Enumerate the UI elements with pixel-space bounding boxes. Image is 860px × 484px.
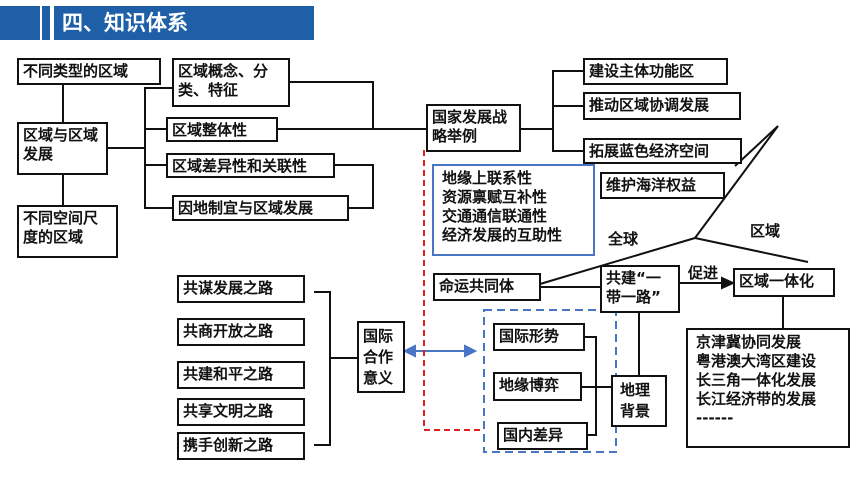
label-region: 区域 [750,222,781,240]
header-accent-bar-2 [42,6,50,40]
node-ocean-rights: 维护海洋权益 [600,172,725,199]
node-blue-economy: 拓展蓝色经济空间 [583,138,742,164]
node-region-concept: 区域概念、分类、特征 [172,58,290,107]
node-intl-meaning: 国际合作意义 [357,321,405,393]
example-line-4: 长江经济带的发展 [696,390,817,408]
example-line-1: 京津冀协同发展 [696,333,802,351]
node-region-whole: 区域整体性 [166,117,278,142]
ties-line-3: 交通通信联通性 [442,207,548,225]
label-promote: 促进 [688,264,719,282]
example-line-3: 长三角一体化发展 [696,371,817,389]
example-line-2: 粤港澳大湾区建设 [696,352,817,370]
node-road-innov: 携手创新之路 [177,432,305,460]
page-title: 四、知识体系 [54,6,314,40]
node-region-diff-link: 区域差异性和关联性 [166,153,335,178]
node-main-function: 建设主体功能区 [583,58,728,85]
node-domestic-diff: 国内差异 [497,422,588,450]
node-national-strategy: 国家发展战略举例 [426,104,521,152]
node-diff-scale-region: 不同空间尺度的区域 [17,205,118,258]
node-region-integration: 区域一体化 [733,268,835,297]
node-geo-background: 地理背景 [611,375,667,427]
node-ties: 地缘上联系性 资源禀赋互补性 交通通信联通性 经济发展的互助性 [432,164,595,256]
ties-line-2: 资源禀赋互补性 [442,188,548,206]
node-belt-road: 共建“一带一路” [600,265,680,313]
node-community: 命运共同体 [433,273,541,301]
label-global: 全球 [608,230,639,248]
node-coord-dev: 推动区域协调发展 [583,92,741,120]
node-road-peace: 共建和平之路 [177,361,305,389]
node-integration-examples: 京津冀协同发展 粤港澳大湾区建设 长三角一体化发展 长江经济带的发展 -----… [686,328,850,448]
node-diff-type-region: 不同类型的区域 [17,58,161,85]
node-road-open: 共商开放之路 [177,318,305,346]
header-accent-bar-1 [0,6,40,40]
node-local-adapt: 因地制宜与区域发展 [172,195,349,221]
ties-line-4: 经济发展的互助性 [442,226,563,244]
ties-line-1: 地缘上联系性 [442,169,533,187]
example-line-5: ------ [696,409,734,427]
node-road-dev: 共谋发展之路 [177,275,305,303]
node-region-dev: 区域与区域发展 [17,122,108,175]
node-geo-game: 地缘博弈 [493,372,582,401]
node-road-culture: 共享文明之路 [177,398,305,426]
node-intl-situation: 国际形势 [493,323,585,351]
